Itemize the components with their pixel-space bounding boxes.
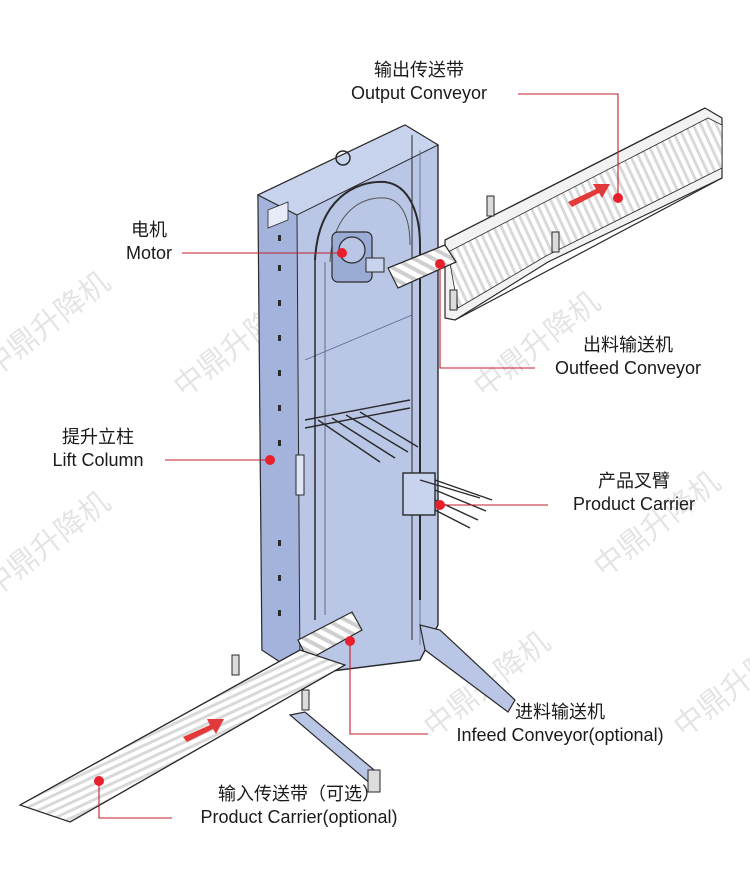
- outfeed-conveyor: [387, 244, 457, 289]
- label-en: Outfeed Conveyor: [554, 358, 702, 378]
- label-en: Lift Column: [52, 450, 144, 470]
- label-lift-column: 提升立柱 Lift Column: [38, 427, 158, 471]
- marker-input-conveyor: [94, 776, 104, 786]
- label-en: Infeed Conveyor(optional): [456, 725, 664, 745]
- marker-motor: [337, 248, 347, 258]
- label-en: Product Carrier: [572, 494, 696, 514]
- marker-lift-column: [265, 455, 275, 465]
- marker-output-conveyor: [613, 193, 623, 203]
- label-en: Product Carrier(optional): [200, 807, 398, 827]
- label-en: Output Conveyor: [350, 83, 488, 103]
- label-infeed-conveyor: 进料输送机 Infeed Conveyor(optional): [430, 702, 690, 746]
- marker-dots: [94, 193, 623, 786]
- marker-infeed-conveyor: [345, 636, 355, 646]
- label-product-carrier: 产品叉臂 Product Carrier: [556, 471, 712, 515]
- marker-product-carrier: [435, 500, 445, 510]
- output-direction-arrow: [568, 184, 610, 207]
- label-outfeed-conveyor: 出料输送机 Outfeed Conveyor: [538, 335, 718, 379]
- leader-lines: [98, 93, 619, 819]
- product-carrier: [402, 472, 493, 529]
- label-input-conveyor: 输入传送带（可选） Product Carrier(optional): [176, 784, 422, 828]
- marker-outfeed-conveyor: [435, 259, 445, 269]
- label-zh: 提升立柱: [62, 427, 134, 448]
- input-direction-arrow: [183, 719, 224, 742]
- label-motor: 电机 Motor: [112, 220, 186, 264]
- label-zh: 产品叉臂: [598, 471, 670, 492]
- label-output-conveyor: 输出传送带 Output Conveyor: [336, 60, 502, 104]
- label-zh: 电机: [131, 220, 167, 241]
- label-zh: 输入传送带（可选）: [218, 784, 380, 805]
- support-legs: [288, 624, 516, 793]
- lift-column: [256, 124, 440, 676]
- output-conveyor: [444, 107, 723, 321]
- label-zh: 出料输送机: [583, 335, 673, 356]
- label-zh: 进料输送机: [515, 702, 605, 723]
- label-en: Motor: [125, 243, 172, 263]
- upper-carrier: [304, 399, 419, 463]
- label-zh: 输出传送带: [374, 60, 464, 81]
